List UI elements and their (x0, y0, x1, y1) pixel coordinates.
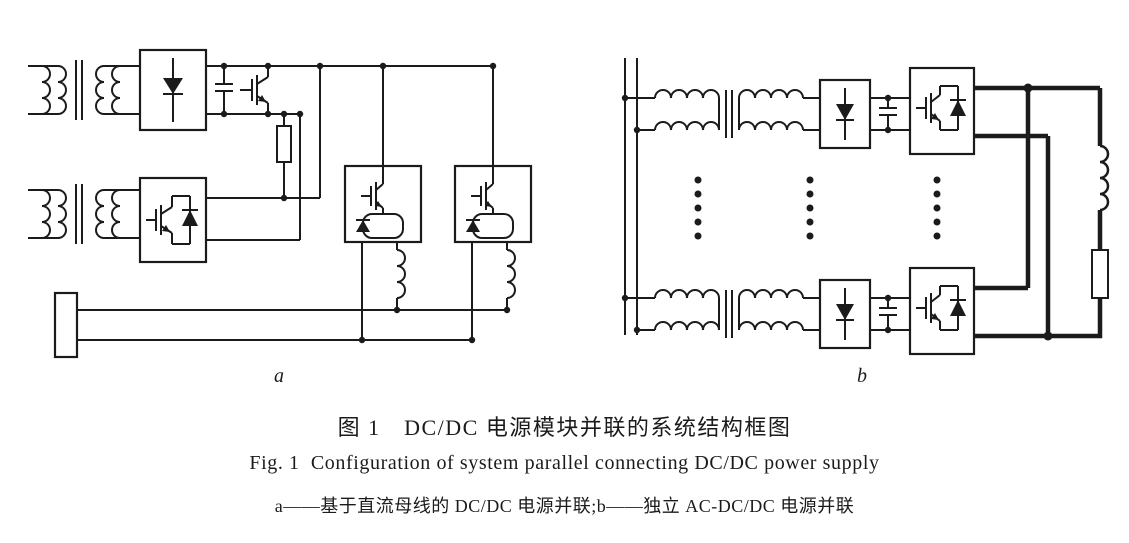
diode-icon (836, 288, 854, 340)
igbt-chopper-icon (240, 66, 269, 114)
figure-caption-english: Fig. 1 Configuration of system parallel … (249, 452, 880, 474)
brake-resistor-icon (276, 114, 292, 198)
igbt-icon (146, 196, 173, 244)
ac-bus-lines (624, 58, 655, 335)
circuit-diagram-a (28, 48, 533, 359)
battery-bus (53, 291, 507, 359)
repeated-modules-ellipsis (694, 176, 941, 240)
module-bottom (654, 266, 976, 356)
transformer-icon (28, 184, 140, 244)
dcdc-module-2 (453, 66, 533, 340)
igbt-icon (471, 166, 494, 214)
panel-label-a: a (274, 365, 284, 387)
transformer-icon (654, 289, 820, 338)
igbt-icon (361, 166, 384, 214)
junction-dots (220, 62, 511, 344)
diode-icon (836, 88, 854, 140)
igbt-module-box (908, 66, 976, 156)
inductor-icon (396, 242, 406, 310)
load-branch (1048, 88, 1110, 339)
igbt-icon (916, 86, 941, 130)
capacitor-icon (215, 66, 233, 114)
load-inductor-icon (1099, 144, 1110, 212)
load-resistor-icon (1091, 249, 1109, 299)
capacitor-icon (879, 298, 897, 330)
battery-block (53, 291, 79, 359)
diode-icon (940, 85, 966, 131)
igbt-icon (916, 286, 941, 330)
figure-legend: a——基于直流母线的 DC/DC 电源并联;b——独立 AC-DC/DC 电源并… (274, 496, 855, 516)
module-top (654, 66, 976, 156)
igbt-module-box (908, 266, 976, 356)
transformer-icon (28, 60, 140, 120)
freewheel-diode-icon (466, 213, 514, 239)
rectifier-box (818, 278, 872, 350)
figure-caption-chinese: 图 1 DC/DC 电源模块并联的系统结构框图 (337, 415, 792, 440)
parallel-output-bus (974, 83, 1100, 341)
diode-icon (940, 285, 966, 331)
dcdc-module-1 (343, 66, 423, 340)
inductor-icon (506, 242, 516, 310)
panel-label-b: b (857, 365, 867, 387)
diode-icon (172, 195, 198, 245)
rectifier-box (818, 78, 872, 150)
freewheel-diode-icon (356, 213, 404, 239)
rectifier-box (138, 48, 208, 132)
capacitor-icon (879, 98, 897, 130)
converter-output-wires (206, 66, 321, 241)
diode-icon (163, 58, 183, 122)
igbt-converter-box (138, 176, 208, 264)
circuit-diagram-b (621, 58, 1110, 356)
transformer-icon (654, 89, 820, 138)
junction-dots (621, 94, 892, 334)
